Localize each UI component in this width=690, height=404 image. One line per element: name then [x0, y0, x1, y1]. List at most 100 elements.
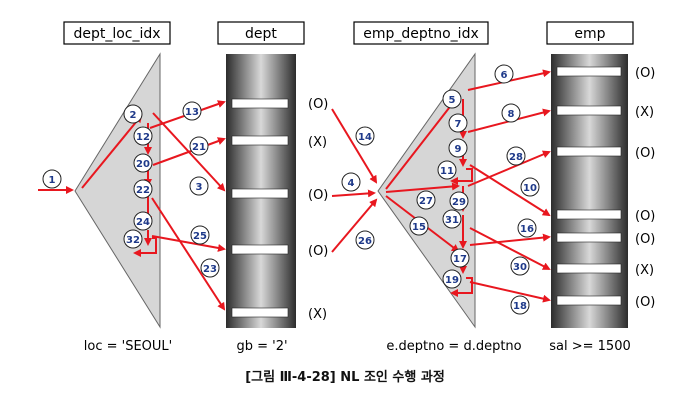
step-27: 27	[416, 190, 436, 210]
emp-row	[556, 295, 622, 306]
emp-table	[551, 54, 628, 328]
arrow-11-hook	[450, 168, 473, 185]
condition-dept-loc-idx: loc = 'SEOUL'	[84, 339, 172, 354]
svg-text:emp: emp	[574, 26, 605, 42]
svg-text:31: 31	[445, 215, 459, 226]
svg-text:21: 21	[192, 142, 206, 153]
step-24: 24	[133, 211, 153, 231]
arrow-16	[469, 233, 551, 246]
dept-header: dept	[217, 21, 305, 45]
arrow-18	[469, 281, 551, 303]
arrow-25	[151, 235, 226, 252]
step-10: 10	[520, 177, 540, 197]
dept-row	[231, 188, 289, 199]
dept-status-label: (O)	[308, 244, 328, 259]
svg-text:6: 6	[501, 70, 508, 81]
dept-status-label: (O)	[308, 188, 328, 203]
svg-text:11: 11	[440, 166, 454, 177]
dept-row	[231, 307, 289, 318]
step-1: 1	[42, 169, 62, 189]
step-17: 17	[450, 248, 470, 268]
figure-caption: [그림 Ⅲ-4-28] NL 조인 수행 과정	[245, 370, 445, 385]
svg-text:dept: dept	[245, 26, 277, 42]
arrow-14	[331, 108, 378, 184]
svg-text:26: 26	[358, 236, 372, 247]
step-21: 21	[189, 136, 209, 156]
step-28: 28	[506, 146, 526, 166]
step-16: 16	[517, 218, 537, 238]
svg-text:10: 10	[523, 183, 537, 194]
step-18: 18	[510, 295, 530, 315]
svg-text:18: 18	[513, 301, 527, 312]
arrow-23	[151, 197, 226, 311]
svg-text:12: 12	[136, 132, 150, 143]
step-25: 25	[190, 225, 210, 245]
arrow-19-hook	[450, 277, 473, 297]
emp-row	[556, 66, 622, 77]
step-7: 7	[448, 113, 468, 133]
step-31: 31	[442, 209, 462, 229]
svg-text:emp_deptno_idx: emp_deptno_idx	[363, 26, 479, 42]
svg-text:29: 29	[452, 197, 466, 208]
step-30: 30	[510, 256, 530, 276]
svg-text:27: 27	[419, 196, 433, 207]
step-22: 22	[133, 179, 153, 199]
svg-text:15: 15	[412, 222, 426, 233]
svg-text:8: 8	[508, 109, 515, 120]
step-32: 32	[123, 229, 143, 249]
arrow-30	[469, 227, 551, 270]
svg-text:20: 20	[136, 159, 150, 170]
svg-text:30: 30	[513, 262, 527, 273]
svg-text:22: 22	[136, 185, 150, 196]
condition-emp-deptno-idx: e.deptno = d.deptno	[386, 339, 521, 354]
emp-row	[556, 146, 622, 157]
arrow-4	[331, 189, 376, 198]
step-26: 26	[355, 230, 375, 250]
arrow-32-hook	[133, 237, 157, 257]
dept-row	[231, 135, 289, 146]
svg-text:1: 1	[49, 175, 56, 186]
svg-text:17: 17	[453, 254, 467, 265]
step-8: 8	[501, 103, 521, 123]
emp-row	[556, 263, 622, 274]
step-20: 20	[133, 153, 153, 173]
step-14: 14	[355, 126, 375, 146]
emp-row	[556, 232, 622, 243]
step-6: 6	[494, 64, 514, 84]
emp-status-label: (O)	[635, 66, 655, 81]
svg-text:13: 13	[185, 107, 199, 118]
svg-text:9: 9	[455, 144, 462, 155]
step-12: 12	[133, 126, 153, 146]
svg-text:7: 7	[455, 119, 462, 130]
svg-text:24: 24	[136, 217, 150, 228]
svg-text:28: 28	[509, 152, 523, 163]
emp-row	[556, 209, 622, 220]
step-13: 13	[182, 101, 202, 121]
dept-status-label: (X)	[308, 135, 327, 150]
step-5: 5	[442, 89, 462, 109]
svg-text:3: 3	[196, 182, 203, 193]
svg-text:4: 4	[348, 178, 355, 189]
emp-header: emp	[546, 21, 634, 45]
emp-status-label: (X)	[635, 263, 654, 278]
step-9: 9	[448, 138, 468, 158]
svg-text:19: 19	[445, 275, 459, 286]
emp-status-label: (X)	[635, 105, 654, 120]
condition-dept: gb = '2'	[236, 339, 287, 354]
arrow-26	[331, 198, 378, 253]
emp-row	[556, 105, 622, 116]
emp-deptno-idx-header: emp_deptno_idx	[353, 21, 489, 45]
svg-text:14: 14	[358, 132, 372, 143]
arrow-2	[81, 114, 143, 189]
arrow-21	[152, 137, 226, 166]
emp-status-label: (O)	[635, 232, 655, 247]
step-2: 2	[123, 104, 143, 124]
step-4: 4	[341, 172, 361, 192]
arrow-10	[469, 164, 551, 217]
step-11: 11	[437, 160, 457, 180]
svg-text:dept_loc_idx: dept_loc_idx	[73, 26, 160, 42]
step-3: 3	[189, 176, 209, 196]
dept-row	[231, 98, 289, 109]
step-29: 29	[449, 191, 469, 211]
